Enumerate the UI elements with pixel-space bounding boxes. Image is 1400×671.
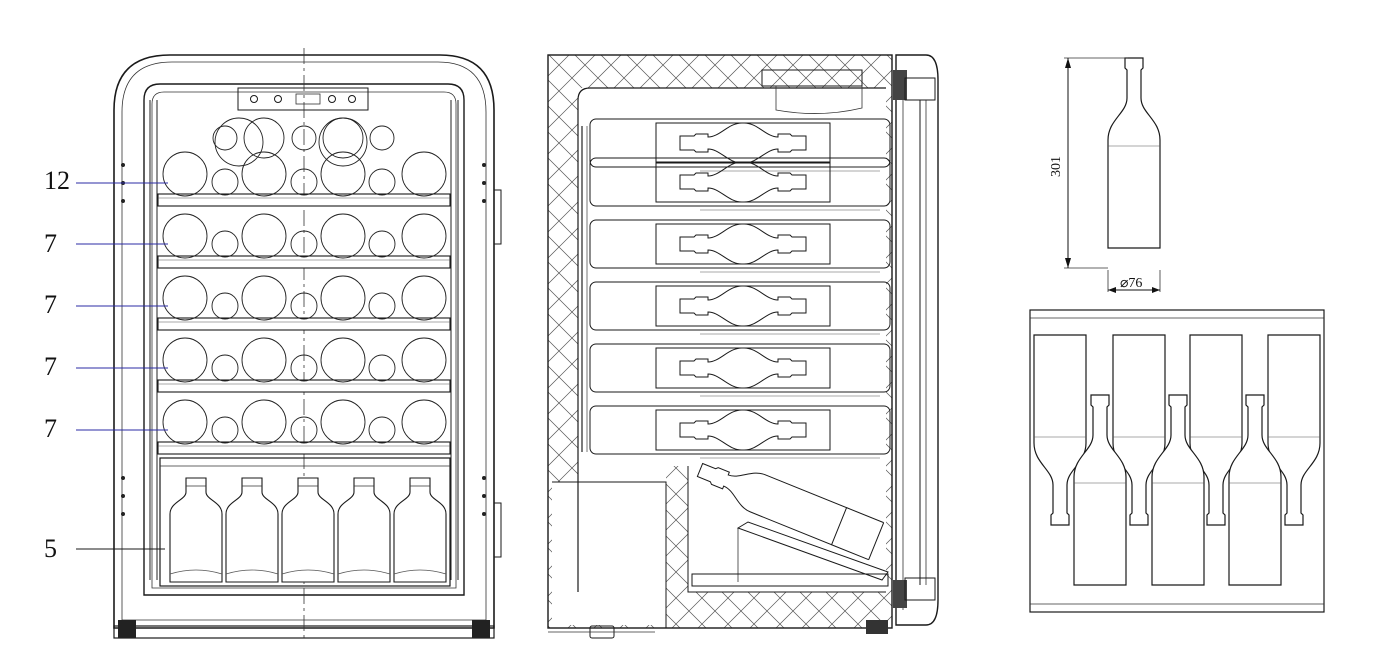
shelf-label-4: 7: [44, 352, 57, 381]
shelf-capacity-labels: 12 7 7 7 7 5: [44, 166, 168, 563]
shelf-label-1: 12: [44, 166, 70, 195]
bottle-height-label: 301: [1049, 156, 1064, 177]
shelf-label-5: 7: [44, 414, 57, 443]
drawer-top-view: [1029, 309, 1325, 613]
side-section-view: [547, 54, 939, 639]
shelf-label-6: 5: [44, 534, 57, 563]
shelf-label-3: 7: [44, 290, 57, 319]
front-view: [113, 48, 502, 640]
shelf-label-2: 7: [44, 229, 57, 258]
bottle-diameter-label: ⌀76: [1120, 276, 1142, 291]
bottle-dimension-drawing: 301 ⌀76: [1049, 57, 1161, 293]
